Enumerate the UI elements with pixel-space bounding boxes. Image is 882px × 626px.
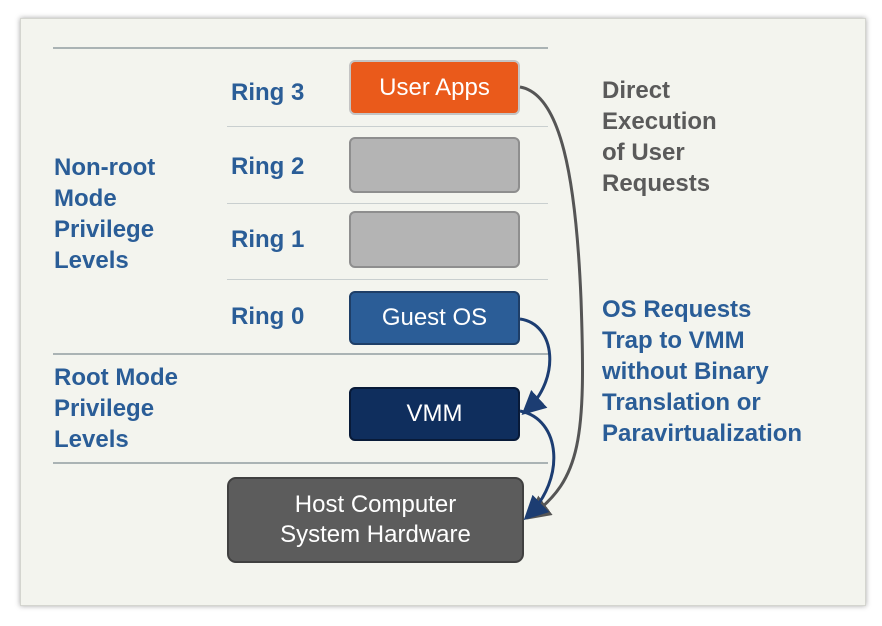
- ring2-box: [349, 137, 520, 193]
- vmm-box: VMM: [349, 387, 520, 441]
- ring1-label: Ring 1: [231, 226, 305, 253]
- top-divider: [53, 47, 548, 49]
- ring3-divider: [227, 126, 548, 127]
- flow-arrows: [519, 85, 585, 521]
- ring1-divider: [227, 279, 548, 280]
- direct-execution-arrow: [519, 85, 585, 520]
- direct-execution-label: Direct Execution of User Requests: [602, 77, 717, 197]
- root-mode-label: Root Mode Privilege Levels: [54, 364, 178, 453]
- ring3-label: Ring 3: [231, 79, 305, 106]
- hardware-divider: [53, 462, 548, 464]
- vmm-to-hardware-arrow: [519, 409, 556, 521]
- ring2-divider: [227, 203, 548, 204]
- host-hardware-box: Host Computer System Hardware: [227, 477, 524, 563]
- ring1-box: [349, 211, 520, 268]
- os-requests-trap-label: OS Requests Trap to VMM without Binary T…: [602, 296, 803, 447]
- nonroot-mode-label: Non-root Mode Privilege Levels: [54, 154, 156, 274]
- ring2-label: Ring 2: [231, 153, 305, 180]
- user-apps-box: User Apps: [349, 60, 520, 115]
- guest-os-box: Guest OS: [349, 291, 520, 345]
- mode-divider: [53, 353, 548, 355]
- diagram-panel: Non-root Mode Privilege Levels Root Mode…: [20, 18, 866, 606]
- ring0-label: Ring 0: [231, 303, 305, 330]
- guest-to-vmm-arrow: [519, 317, 552, 416]
